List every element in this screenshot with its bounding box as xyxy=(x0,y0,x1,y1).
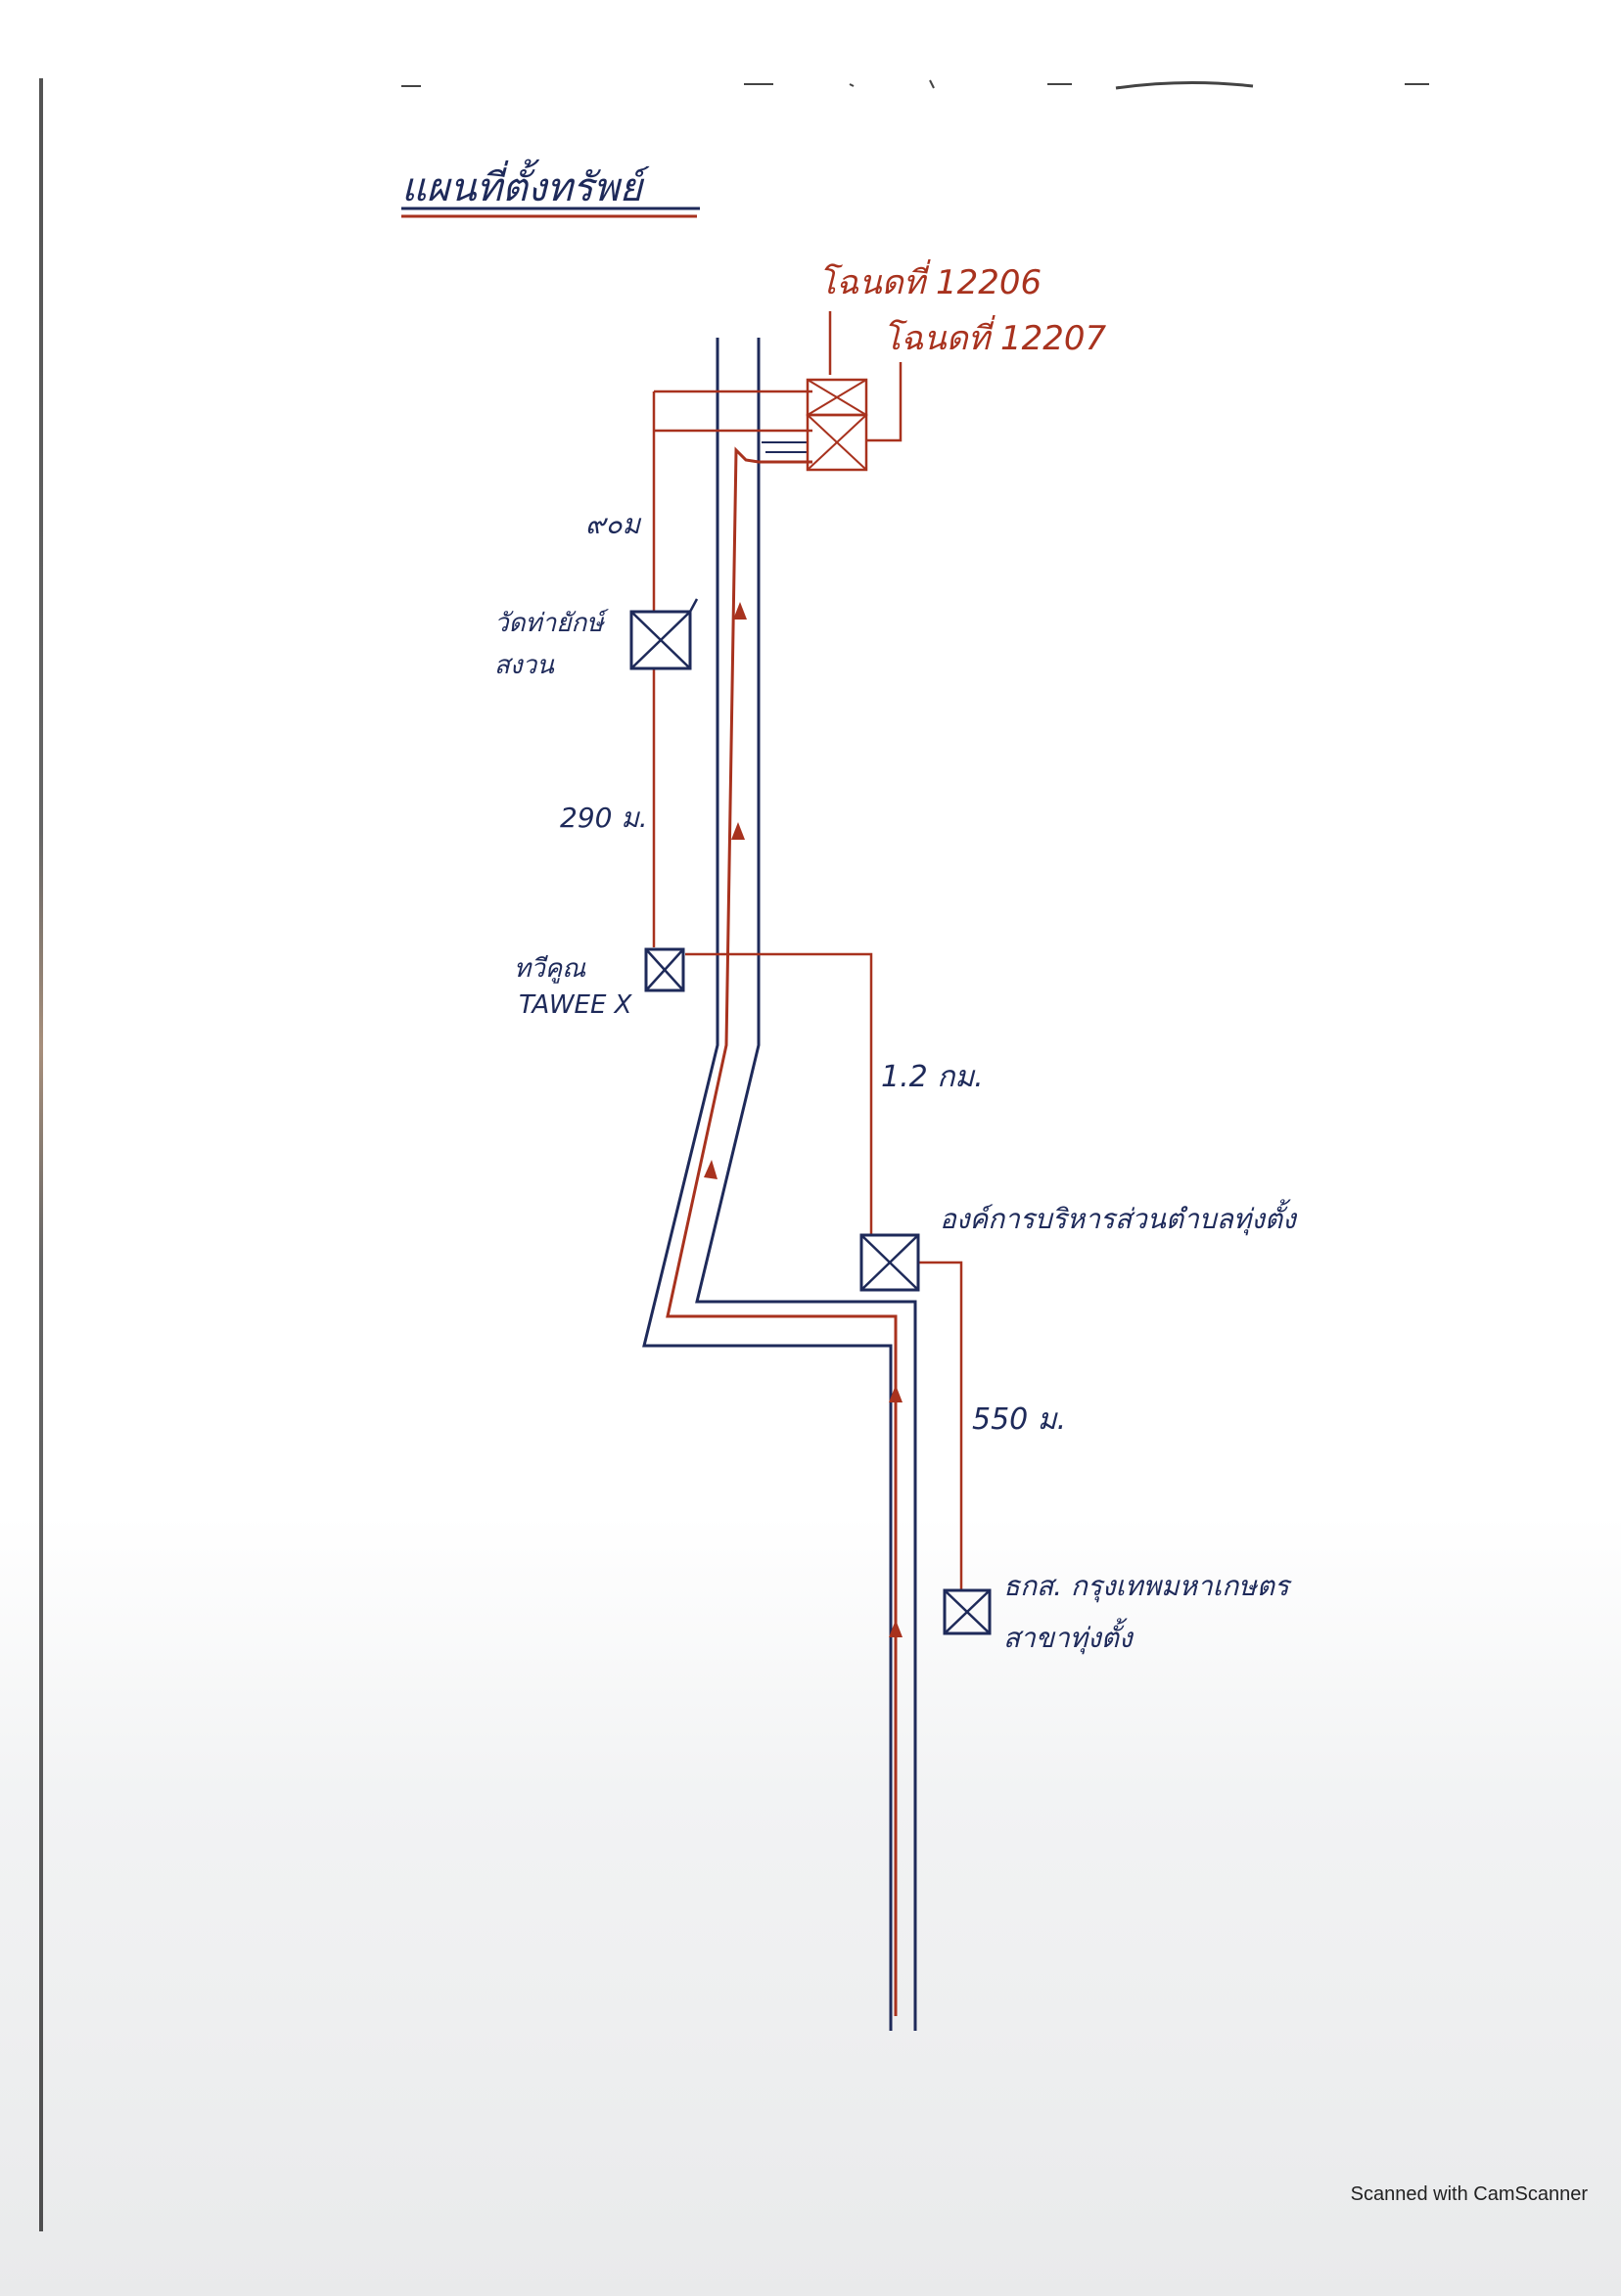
shop-label-line2: TAWEE X xyxy=(519,990,633,1020)
sao-label: องค์การบริหารส่วนตำบลทุ่งตั้ง xyxy=(940,1199,1298,1236)
route-arrow-icon xyxy=(731,822,745,840)
distance-label-90m: ๙๐ม xyxy=(585,508,642,540)
distance-lines xyxy=(652,311,963,1590)
bank-label-line2: สาขาทุ่งตั้ง xyxy=(1003,1618,1135,1655)
route-arrows xyxy=(704,602,903,1637)
tawee-shop-marker[interactable] xyxy=(644,947,685,992)
distance-label-290m: 290 ม. xyxy=(560,802,648,834)
bank-marker[interactable] xyxy=(943,1588,992,1635)
main-road xyxy=(642,338,917,2031)
temple-marker[interactable] xyxy=(629,598,699,670)
scan-specks xyxy=(401,79,1429,90)
temple-label: วัดท่ายักษ์ xyxy=(494,609,609,638)
camscanner-watermark: Scanned with CamScanner xyxy=(1350,2183,1588,2205)
route-arrow-icon xyxy=(889,1385,903,1402)
route-path xyxy=(666,446,898,2016)
shop-label: ทวีคูณ xyxy=(514,954,586,984)
distance-label-550m: 550 ม. xyxy=(972,1402,1066,1437)
plot-12207-label: โฉนดที่ 12207 xyxy=(883,315,1106,358)
bank-label: ธกส. กรุงเทพมหาเกษตร xyxy=(1003,1570,1292,1603)
temple-label-line2: สงวน xyxy=(494,651,555,680)
junction-ticks xyxy=(762,441,809,453)
plot-12207-box[interactable] xyxy=(806,413,868,472)
plot-12206-label: โฉนดที่ 12206 xyxy=(818,259,1042,302)
route-arrow-icon xyxy=(733,602,747,620)
distance-label-1-2km: 1.2 กม. xyxy=(881,1060,984,1094)
map-title: แผนที่ตั้งทรัพย์ xyxy=(401,159,650,210)
plot-12206-box[interactable] xyxy=(806,378,868,417)
route-arrow-icon xyxy=(889,1620,903,1637)
sao-office-marker[interactable] xyxy=(859,1233,920,1292)
route-arrow-icon xyxy=(704,1160,718,1179)
scan-edge-shadow xyxy=(39,78,43,2231)
